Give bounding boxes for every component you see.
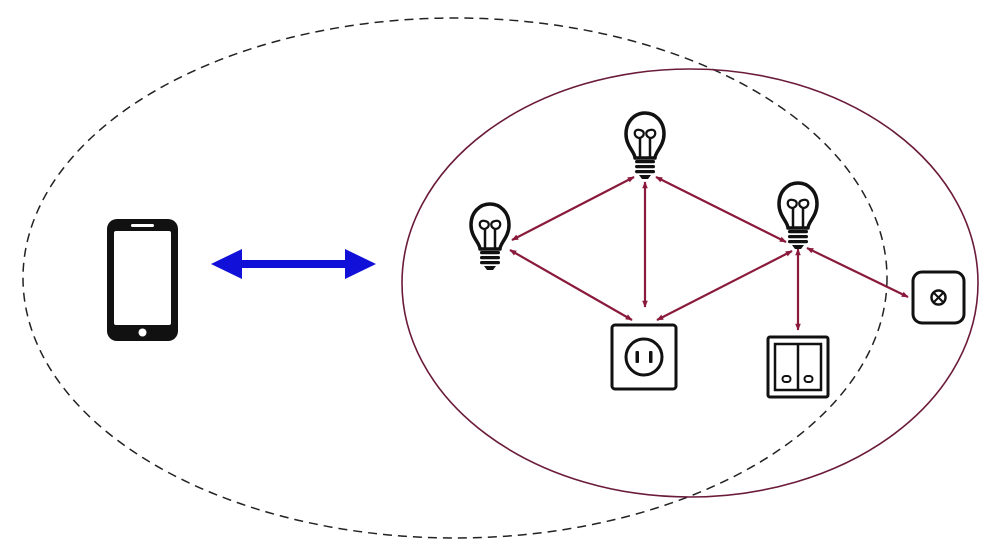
- link-bulb-top-bulb-right: [655, 176, 787, 243]
- link-bulb-right-outlet: [656, 250, 793, 321]
- light-bulb-icon-top: [624, 111, 666, 181]
- link-bulb-top-bulb-left: [511, 176, 635, 241]
- smartphone-icon: [107, 219, 178, 341]
- mesh-links: [509, 176, 909, 331]
- phone-link-arrow: [211, 249, 376, 279]
- link-bulb-right-sensor: [806, 247, 909, 298]
- mesh-network-boundary: [401, 68, 979, 498]
- sensor-button-icon: [911, 270, 966, 325]
- power-outlet-icon: [610, 323, 678, 391]
- double-rocker-switch-icon: [766, 335, 830, 399]
- link-bulb-left-outlet: [509, 249, 633, 321]
- light-bulb-icon-left: [469, 202, 511, 272]
- light-bulb-icon-right: [777, 181, 819, 251]
